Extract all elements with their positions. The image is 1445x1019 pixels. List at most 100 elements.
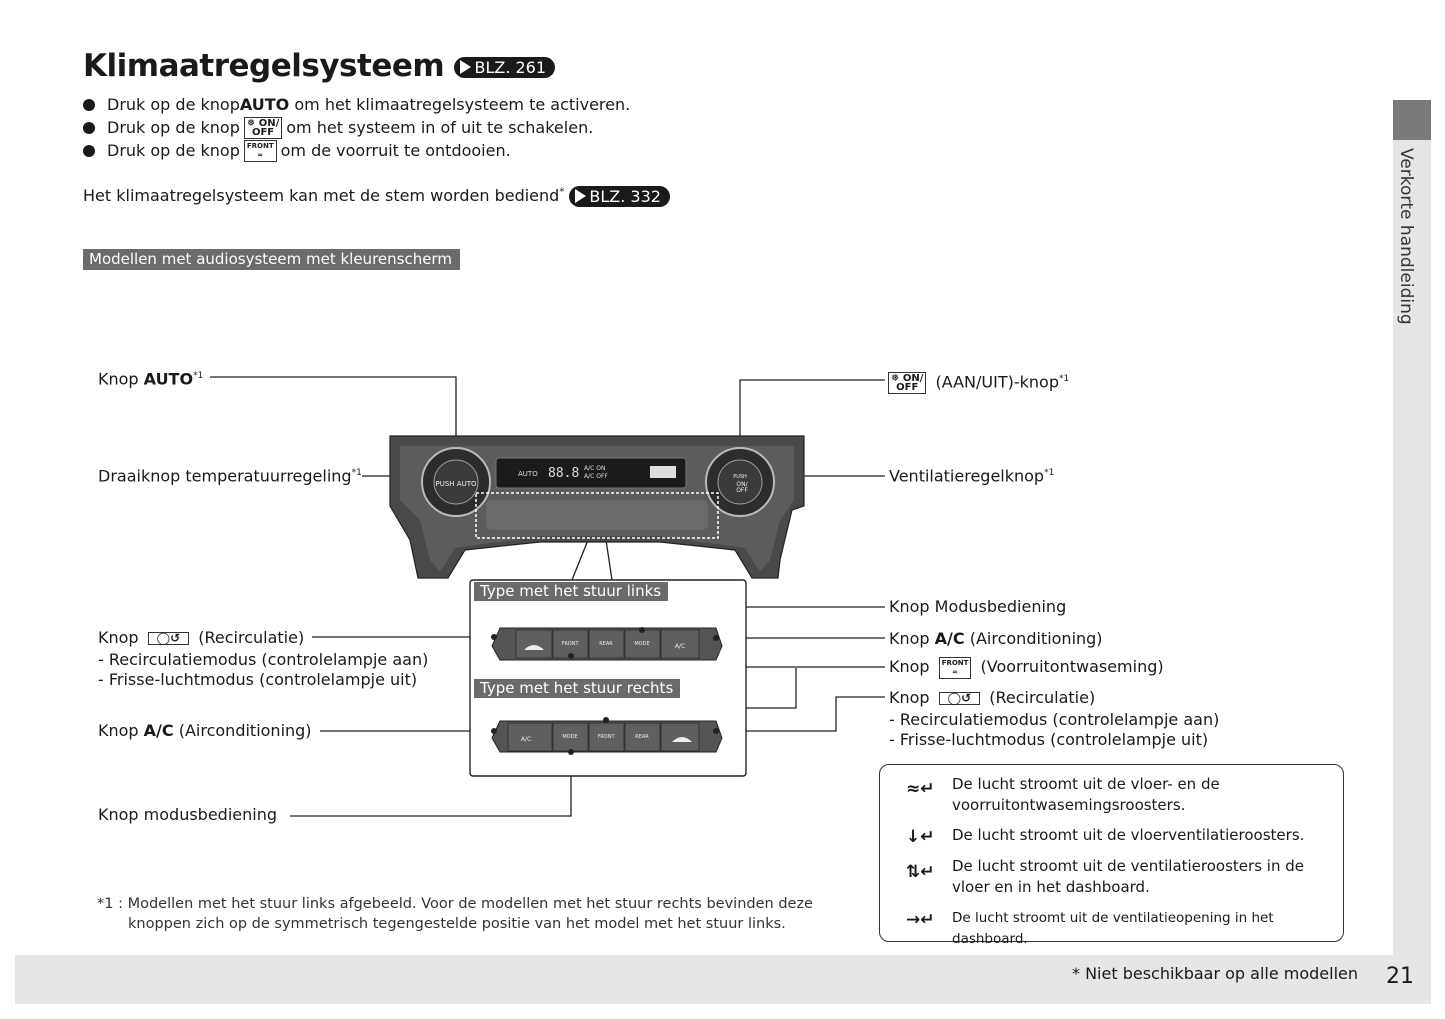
label-sup: *1 xyxy=(193,371,204,381)
recirc-left-line1: - Recirculatiemodus (controlelampje aan) xyxy=(98,650,429,669)
recirc-left-dot xyxy=(491,634,497,640)
mode-right-label: Knop Modusbediening xyxy=(889,597,1067,616)
voice-control-note: Het klimaatregelsysteem kan met de stem … xyxy=(83,186,670,207)
rhd-ac-button xyxy=(507,722,553,752)
list-item: Druk op de knop FRONT≈ om de voorruit te… xyxy=(83,139,630,162)
side-strip xyxy=(1393,140,1431,955)
page-title: Klimaatregelsysteem BLZ. 261 xyxy=(83,48,556,84)
label-sup: *1 xyxy=(351,468,362,478)
callout-line-a xyxy=(571,539,589,581)
auto-knob-label: PUSH AUTO xyxy=(436,480,477,488)
ac-left-dot xyxy=(491,728,497,734)
arrow-right-icon xyxy=(575,189,587,203)
side-tab-marker xyxy=(1393,100,1431,140)
lhd-front-label: FRONT xyxy=(561,641,579,647)
footnote-line: knoppen zich op de symmetrisch tegengest… xyxy=(128,916,786,932)
type-right-tag: Type met het stuur rechts xyxy=(474,679,681,698)
onoff-knob xyxy=(717,459,763,505)
on-off-key-icon: ❅ ON/OFF xyxy=(888,371,927,394)
bullet-text-pre: Druk op de knop xyxy=(107,141,240,160)
display-auto: AUTO xyxy=(518,470,538,478)
label-bold: A/C xyxy=(934,629,965,648)
lhd-mode-label: MODE xyxy=(634,641,649,647)
front-defrost-label: Knop FRONT≈ (Voorruitontwaseming) xyxy=(889,656,1164,679)
ac-right-dot xyxy=(713,635,719,641)
lhd-button-row: FRONT REAR MODE A/C xyxy=(491,627,723,661)
label-text: Ventilatieregelknop xyxy=(889,466,1045,486)
page-reference-link[interactable]: BLZ. 261 xyxy=(454,57,556,78)
lhd-rear-label: REAR xyxy=(599,641,613,647)
lhd-recirc-car-icon xyxy=(524,645,544,650)
label-text: (Recirculatie) xyxy=(193,628,305,647)
fan-knob-label: Ventilatieregelknop*1 xyxy=(889,463,1054,486)
rhd-button-row: A/C MODE FRONT REAR xyxy=(491,720,723,753)
recirc-left-label: Knop ◯↺ (Recirculatie) xyxy=(98,627,304,648)
display-temp: 88.8 xyxy=(548,466,579,481)
ac-left-label: Knop A/C (Airconditioning) xyxy=(98,720,312,741)
bullet-text-pre: Druk op de knop xyxy=(107,118,240,137)
voice-reference-link[interactable]: BLZ. 332 xyxy=(569,186,670,207)
voice-text: Het klimaatregelsysteem kan met de stem … xyxy=(83,186,560,205)
legend-text: De lucht stroomt uit de ventilatierooste… xyxy=(952,857,1304,896)
label-text: Knop xyxy=(98,628,144,647)
type-left-tag: Type met het stuur links xyxy=(474,582,669,601)
page-reference-text: BLZ. 261 xyxy=(474,58,547,77)
recirc-left-line2: - Frisse-luchtmodus (controlelampje uit) xyxy=(98,670,418,689)
bullet-text-post: om de voorruit te ontdooien. xyxy=(280,141,511,160)
label-sup: *1 xyxy=(1044,468,1055,478)
display-screen xyxy=(495,457,687,489)
label-text: Draaiknop temperatuurregeling xyxy=(98,466,352,486)
rhd-mode-label: MODE xyxy=(562,734,577,740)
rhd-front-label: FRONT xyxy=(597,734,615,740)
bullet-text-pre: Druk op de knop xyxy=(107,95,240,114)
button-strip-highlight xyxy=(475,492,719,539)
legend-text: De lucht stroomt uit de ventilatieopenin… xyxy=(952,910,1274,947)
label-text: Knop xyxy=(889,688,935,707)
lhd-ac-button xyxy=(660,629,700,659)
recirc-right-line2: - Frisse-luchtmodus (controlelampje uit) xyxy=(889,730,1209,749)
onoff-knob-push: PUSH xyxy=(733,474,747,480)
auto-button-label: Knop AUTO*1 xyxy=(98,366,203,389)
recirculation-key-icon: ◯↺ xyxy=(938,692,981,705)
page-footer xyxy=(15,955,1431,1004)
mode-left-label: Knop modusbediening xyxy=(98,805,277,824)
page-title-text: Klimaatregelsysteem xyxy=(83,48,445,84)
recirc-right-dot xyxy=(713,728,719,734)
bullet-icon xyxy=(83,98,95,111)
label-text: (Voorruitontwaseming) xyxy=(975,657,1164,676)
bullet-icon xyxy=(83,121,95,134)
bullet-text-bold: AUTO xyxy=(239,95,290,114)
rhd-rear-button xyxy=(624,722,661,752)
bullet-text-post: om het klimaatregelsysteem te activeren. xyxy=(294,95,631,114)
floor-defrost-icon: ≈↵ xyxy=(906,779,935,799)
panel-button-strip xyxy=(486,500,708,530)
temperature-knob-label: Draaiknop temperatuurregeling*1 xyxy=(98,463,362,486)
dash-vent-icon: →↵ xyxy=(906,910,935,930)
auto-knob xyxy=(433,459,479,505)
instruction-list: Druk op de knop AUTO om het klimaatregel… xyxy=(83,93,630,162)
front-defrost-key-icon: FRONT≈ xyxy=(243,139,277,162)
onoff-button-label: ❅ ON/OFF (AAN/UIT)-knop*1 xyxy=(888,369,1069,394)
recirculation-key-icon: ◯↺ xyxy=(147,632,190,645)
label-bold: AUTO xyxy=(143,369,194,389)
list-item: Druk op de knop AUTO om het klimaatregel… xyxy=(83,93,630,116)
footnote: *1 : Modellen met het stuur links afgebe… xyxy=(97,894,813,934)
lhd-ac-label: A/C xyxy=(675,643,685,650)
mode-right-dot xyxy=(639,627,645,633)
floor-dash-vent-icon: ⇅↵ xyxy=(906,862,935,882)
bullet-icon xyxy=(83,144,95,157)
callout-line-b xyxy=(605,539,613,581)
bullet-text-post: om het systeem in of uit te schakelen. xyxy=(286,118,594,137)
lhd-rear-button xyxy=(588,629,625,659)
recirc-right-line1: - Recirculatiemodus (controlelampje aan) xyxy=(889,710,1220,729)
rhd-recirc-car-icon xyxy=(672,737,692,742)
lhd-recirc-button xyxy=(515,629,553,659)
label-text: (Recirculatie) xyxy=(984,688,1096,707)
front-rhd-dot xyxy=(603,717,609,723)
on-off-key-icon: ❅ ON/OFF xyxy=(243,116,283,139)
label-bold: A/C xyxy=(143,721,174,740)
rhd-recirc-button xyxy=(660,722,700,752)
label-text: Knop xyxy=(889,657,935,676)
label-text: (Airconditioning) xyxy=(173,721,312,740)
